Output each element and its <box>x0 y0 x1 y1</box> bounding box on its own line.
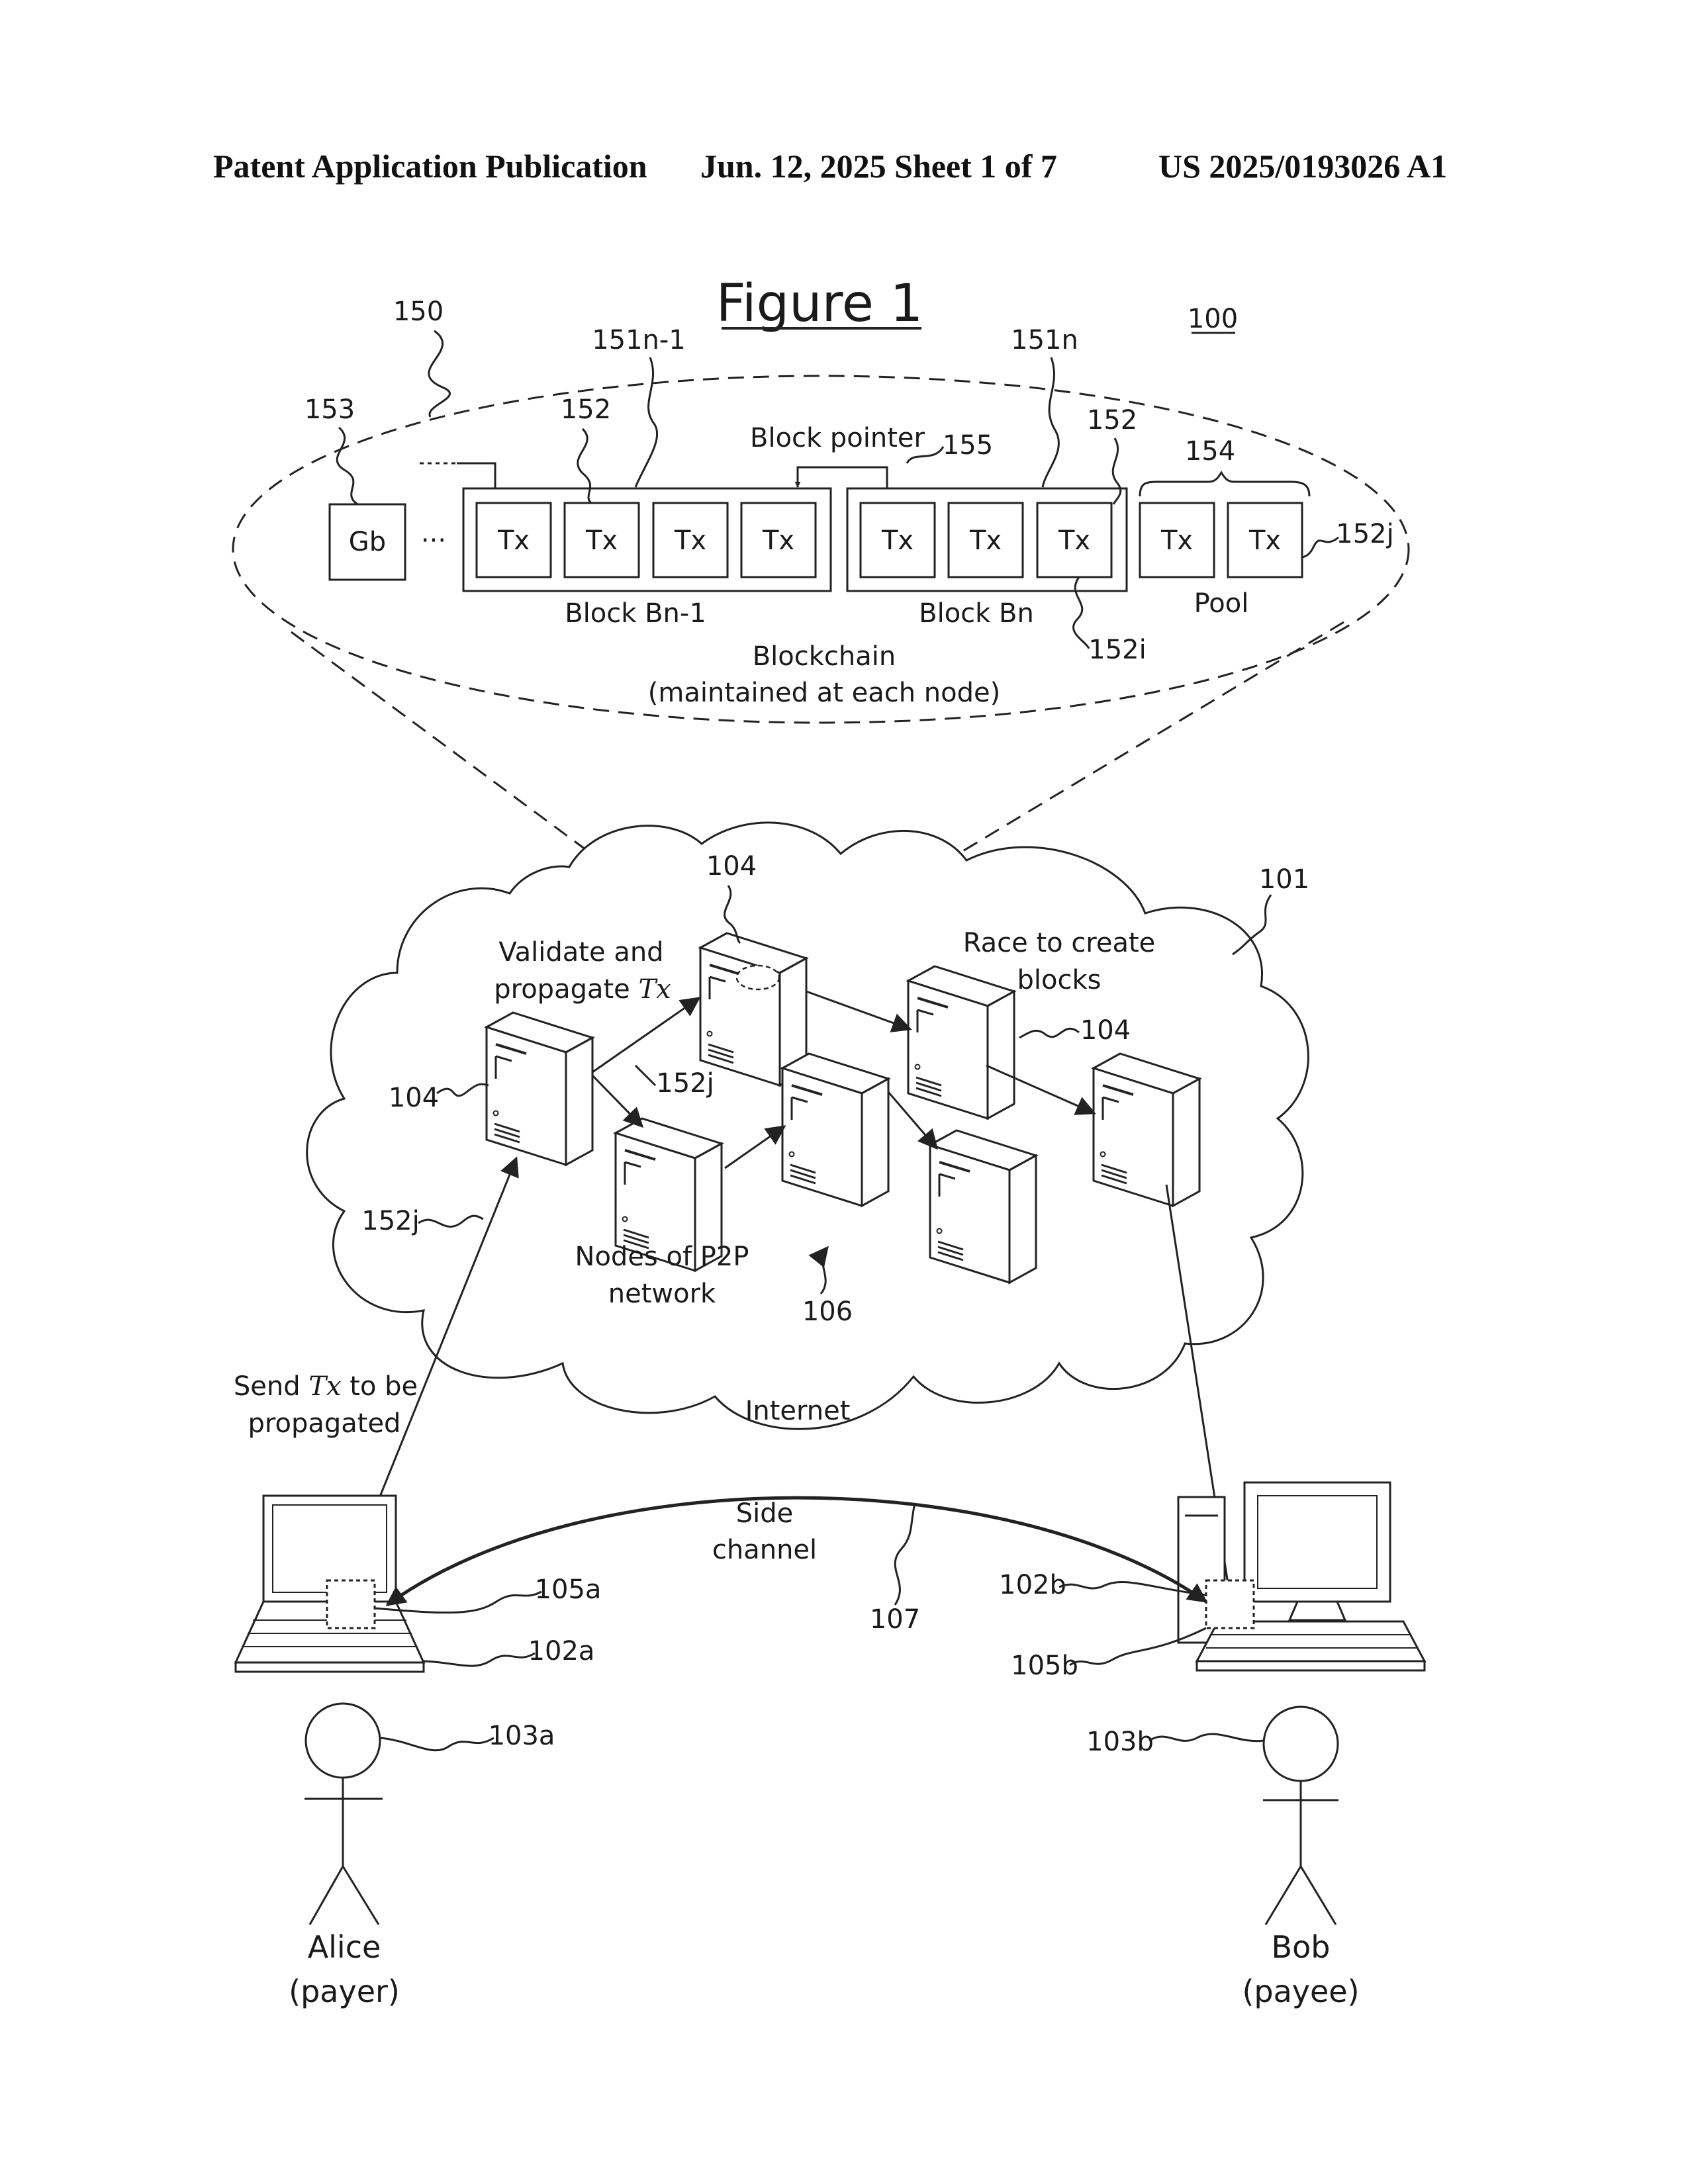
bob-person-ref: 103b <box>1086 1727 1154 1757</box>
race-label-line1: Race to create <box>963 928 1156 958</box>
send-label-line2: propagated <box>248 1408 401 1439</box>
tx-ref-left-leader <box>578 429 591 503</box>
node-ref-left: 104 <box>389 1083 439 1113</box>
alice-name: Alice <box>308 1929 381 1965</box>
alice-person-ref: 103a <box>489 1721 555 1751</box>
bob-person-ref-leader <box>1149 1734 1264 1741</box>
block-bn-ref: 151n <box>1011 325 1078 355</box>
node-ref-right: 104 <box>1080 1015 1131 1046</box>
node-server-left <box>487 1013 592 1165</box>
tx-label: Tx <box>1058 525 1090 556</box>
node-server-lower-right <box>930 1130 1036 1283</box>
blockchain-ref: 150 <box>393 296 444 327</box>
edge-tx-ref: 152j <box>656 1068 714 1099</box>
bob-desktop <box>1178 1482 1425 1670</box>
tx-label: Tx <box>497 525 530 556</box>
pool-tx-ref-leader <box>1303 537 1338 557</box>
nodes-label-line1: Nodes of P2P <box>575 1242 749 1272</box>
block-pointer-arrow <box>798 467 887 488</box>
genesis-ref: 153 <box>305 394 355 425</box>
bob-app-ref: 105b <box>1011 1651 1078 1681</box>
side-channel-line2: channel <box>712 1535 817 1565</box>
blockchain-caption-line2: (maintained at each node) <box>648 678 1000 708</box>
alice-role: (payer) <box>289 1974 400 2009</box>
system-ref: 100 <box>1188 304 1238 334</box>
send-tx-ref: 152j <box>361 1206 419 1236</box>
blockchain-copy-marker <box>737 966 779 989</box>
tx-label: Tx <box>585 525 618 556</box>
node-server-top <box>700 933 806 1085</box>
validate-label-line1: Validate and <box>498 937 663 968</box>
bob-computer-ref: 102b <box>999 1570 1066 1600</box>
genesis-ref-leader <box>337 428 357 504</box>
tx-ref-left: 152 <box>561 394 611 425</box>
block-bn-1-label: Block Bn-1 <box>565 598 706 629</box>
tx-label: Tx <box>969 525 1002 556</box>
validate-label-line2: propagate Tx <box>494 974 671 1005</box>
bob-role: (payee) <box>1242 1974 1359 2009</box>
tx-label: Tx <box>762 525 794 556</box>
side-channel-ref: 107 <box>870 1604 920 1635</box>
node-server-far-right <box>1094 1054 1199 1206</box>
tx-italic: Tx <box>308 1371 341 1402</box>
race-label-line2: blocks <box>1017 965 1102 995</box>
block-bn-ref-leader <box>1043 357 1058 487</box>
tx-label: Tx <box>674 525 706 556</box>
block-bn-1-ref-leader <box>635 357 657 487</box>
chain-ellipsis: ··· <box>421 525 446 556</box>
alice-app-ref: 105a <box>535 1574 602 1605</box>
alice-app-box <box>327 1580 375 1628</box>
tx-label: Tx <box>1248 525 1281 556</box>
alice-person-ref-leader <box>380 1738 494 1751</box>
node-server-right-upper <box>908 966 1014 1118</box>
tx-i-ref: 152i <box>1088 635 1146 665</box>
pool-label: Pool <box>1194 588 1249 619</box>
alice-computer-ref-leader <box>424 1653 535 1666</box>
alice-figure <box>305 1704 383 1925</box>
tx-label: Tx <box>881 525 914 556</box>
tx-ref-right-leader <box>1113 438 1121 504</box>
alice-computer-ref: 102a <box>528 1636 595 1666</box>
prev-block-link <box>457 463 495 488</box>
block-bn-1-ref: 151n-1 <box>592 325 686 355</box>
side-channel-line1: Side <box>736 1498 794 1529</box>
figure-title: Figure 1 <box>716 274 923 334</box>
pool-ref: 154 <box>1185 436 1235 467</box>
tx-i-ref-leader <box>1073 577 1089 649</box>
blockchain-ref-leader <box>429 331 450 417</box>
tx-label: Tx <box>1160 525 1193 556</box>
tx-italic: Tx <box>639 974 671 1005</box>
block-pointer-label: Block pointer <box>750 423 925 453</box>
genesis-block-label: Gb <box>349 527 386 557</box>
blockchain-caption-line1: Blockchain <box>753 641 896 672</box>
internet-label: Internet <box>745 1396 851 1426</box>
block-bn-label: Block Bn <box>919 598 1034 629</box>
cloud-ref: 101 <box>1259 864 1309 895</box>
bob-name: Bob <box>1272 1929 1331 1965</box>
block-pointer-ref: 155 <box>943 430 993 461</box>
bob-figure <box>1263 1707 1338 1925</box>
send-label-line1: Send Tx to be <box>234 1371 418 1402</box>
network-ref: 106 <box>802 1297 853 1327</box>
pool-brace <box>1140 473 1309 496</box>
tx-ref-right: 152 <box>1087 405 1137 435</box>
pool-tx-ref: 152j <box>1336 519 1393 549</box>
side-channel-ref-leader <box>895 1504 915 1605</box>
node-ref-top: 104 <box>706 851 757 882</box>
nodes-label-line2: network <box>608 1279 716 1309</box>
bob-app-box <box>1206 1580 1254 1628</box>
node-server-middle <box>782 1054 888 1206</box>
